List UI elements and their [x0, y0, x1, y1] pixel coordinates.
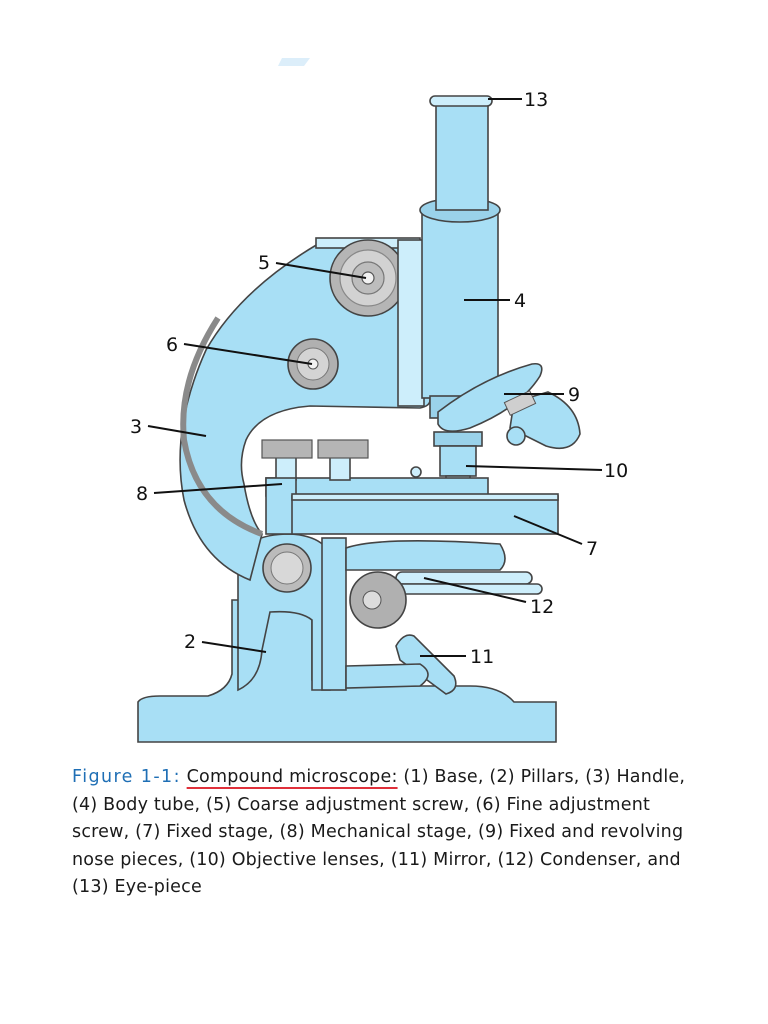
pillar-knob-inner [270, 551, 304, 585]
leader-8 [153, 483, 283, 494]
leader-5 [275, 262, 367, 279]
objective-lens-top [433, 431, 483, 447]
eyepiece-tube [435, 101, 489, 211]
callout-8: 8 [136, 483, 148, 505]
callout-9: 9 [568, 384, 580, 406]
fixed-stage-top [291, 493, 559, 501]
mirror [395, 634, 457, 695]
body-tube [421, 209, 499, 399]
leader-10 [465, 465, 603, 471]
leader-2 [201, 641, 267, 653]
callout-12: 12 [530, 596, 554, 618]
callout-5: 5 [258, 252, 270, 274]
objective-lens [439, 445, 477, 477]
callout-10: 10 [604, 460, 628, 482]
leader-3 [147, 425, 207, 437]
callout-11: 11 [470, 646, 494, 668]
condenser [395, 571, 533, 585]
mech-knob-left [261, 439, 313, 459]
microscope-diagram: 13 5 4 6 9 3 10 8 7 12 2 11 [130, 58, 628, 743]
fixed-stage [291, 495, 559, 535]
mech-knob-right [317, 439, 369, 459]
substage-column [321, 537, 347, 691]
leader-12 [423, 577, 527, 603]
mech-post-right [329, 455, 351, 481]
leader-7 [513, 515, 583, 545]
nose-knob [506, 426, 526, 446]
figure-caption: Figure 1-1: Compound microscope: (1) Bas… [72, 764, 702, 902]
eyepiece-cap [429, 95, 493, 107]
callout-7: 7 [586, 538, 598, 560]
condenser-knob-center [362, 590, 382, 610]
arm-column [397, 239, 425, 407]
figure-label: Figure 1-1: [72, 767, 181, 787]
faint-mark [278, 58, 310, 66]
mirror-mount [345, 663, 429, 689]
handle-shadow [180, 316, 264, 537]
leader-6 [183, 343, 313, 365]
mech-post-left [275, 455, 297, 481]
callout-3: 3 [130, 416, 142, 438]
figure-caption-text: (1) Base, (2) Pillars, (3) Handle, (4) B… [72, 767, 686, 897]
callout-4: 4 [514, 290, 526, 312]
condenser-arm [345, 540, 506, 571]
nose-piece [437, 362, 543, 432]
stage-clip [410, 466, 422, 478]
callout-6: 6 [166, 334, 178, 356]
callout-2: 2 [184, 631, 196, 653]
objective-knurl [503, 390, 537, 416]
callout-13: 13 [524, 89, 548, 111]
figure-title: Compound microscope: [186, 767, 398, 787]
